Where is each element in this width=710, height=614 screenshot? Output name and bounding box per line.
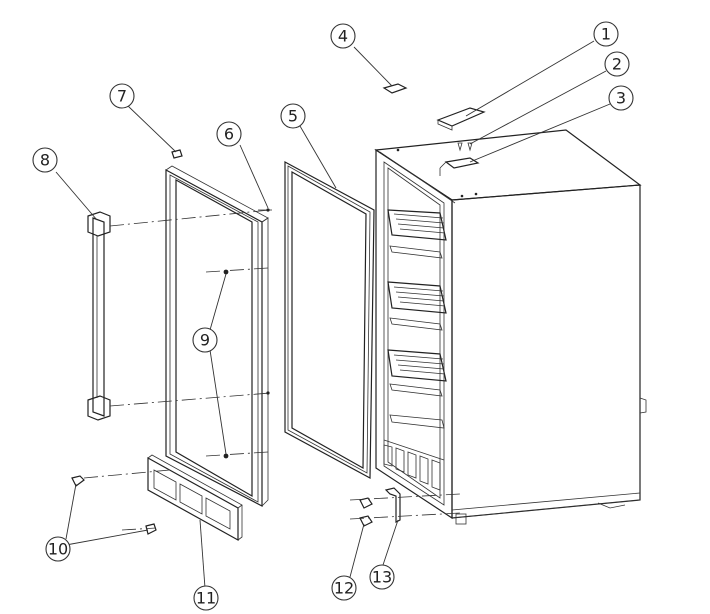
wire-shelves xyxy=(387,209,447,429)
callout-label-9: 9 xyxy=(200,331,210,350)
callout-label-6: 6 xyxy=(224,125,234,144)
callout-4: 4 xyxy=(330,23,356,49)
base-screws xyxy=(359,497,373,527)
callout-label-7: 7 xyxy=(117,87,127,106)
callout-12: 12 xyxy=(331,575,357,601)
top-hinge xyxy=(439,157,480,176)
callout-13: 13 xyxy=(369,564,395,590)
callout-9: 9 xyxy=(192,327,218,353)
callout-label-2: 2 xyxy=(612,55,622,74)
glass-door xyxy=(165,165,269,507)
callout-label-8: 8 xyxy=(40,151,50,170)
callout-label-12: 12 xyxy=(334,579,354,598)
kick-plate-screws xyxy=(71,475,157,535)
callout-10: 10 xyxy=(45,536,71,562)
leader-lines xyxy=(55,40,611,589)
callout-11: 11 xyxy=(193,585,219,611)
callout-label-4: 4 xyxy=(338,27,348,46)
callout-6: 6 xyxy=(216,121,242,147)
callout-label-5: 5 xyxy=(288,107,298,126)
door-handle xyxy=(87,211,111,421)
callout-label-10: 10 xyxy=(48,540,68,559)
hinge-cap xyxy=(382,83,408,94)
top-hinge-cover xyxy=(436,107,486,131)
bottom-vent xyxy=(383,439,445,491)
callout-label-3: 3 xyxy=(616,89,626,108)
callout-label-1: 1 xyxy=(601,25,611,44)
hinge-screws xyxy=(457,142,473,152)
assembly-lines xyxy=(83,209,461,531)
callout-2: 2 xyxy=(604,51,630,77)
callout-3: 3 xyxy=(608,85,634,111)
callout-5: 5 xyxy=(280,103,306,129)
callout-label-13: 13 xyxy=(372,568,392,587)
door-pivot xyxy=(171,149,183,159)
callout-label-11: 11 xyxy=(196,589,216,608)
callout-8: 8 xyxy=(32,147,58,173)
door-gasket xyxy=(284,160,375,479)
callout-1: 1 xyxy=(593,21,619,47)
cabinet xyxy=(374,129,647,525)
callout-7: 7 xyxy=(109,83,135,109)
kick-plate-grille xyxy=(147,454,243,542)
